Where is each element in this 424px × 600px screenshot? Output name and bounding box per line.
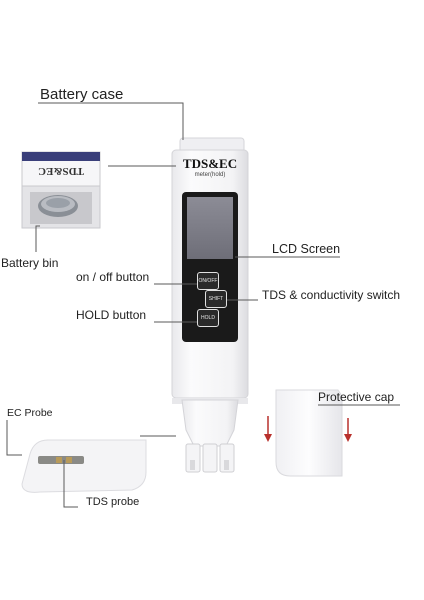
battery-cover	[21, 151, 101, 229]
probe-detail	[21, 439, 147, 493]
protective-cap-shape	[275, 389, 343, 477]
lcd-display	[187, 197, 233, 259]
label-tds-switch: TDS & conductivity switch	[262, 288, 401, 302]
label-on-off-button: on / off button	[76, 270, 150, 284]
meter-subtitle: meter(hold)	[194, 172, 226, 178]
callout-lines	[6, 102, 400, 508]
label-battery-bin: Battery bin	[1, 256, 59, 270]
label-lcd-screen: LCD Screen	[272, 242, 341, 256]
label-tds-probe: TDS probe	[86, 496, 140, 508]
label-ec-probe: EC Probe	[7, 407, 53, 419]
shift-button-label: SHIFT	[208, 296, 224, 302]
hold-button-label: HOLD	[201, 315, 215, 321]
label-protective-cap: Protective cap	[318, 390, 395, 404]
label-battery-case: Battery case	[40, 86, 124, 103]
on-off-button[interactable]: ON/OFF	[197, 272, 219, 290]
meter-brand: TDS&EC	[182, 156, 238, 171]
hold-button[interactable]: HOLD	[197, 309, 219, 327]
on-off-button-label: ON/OFF	[198, 278, 218, 284]
cap-arrows	[264, 416, 352, 442]
battery-lid-text: TDS&EC	[38, 165, 84, 177]
label-hold-button: HOLD button	[76, 308, 147, 322]
shift-button[interactable]: SHIFT	[205, 290, 227, 308]
